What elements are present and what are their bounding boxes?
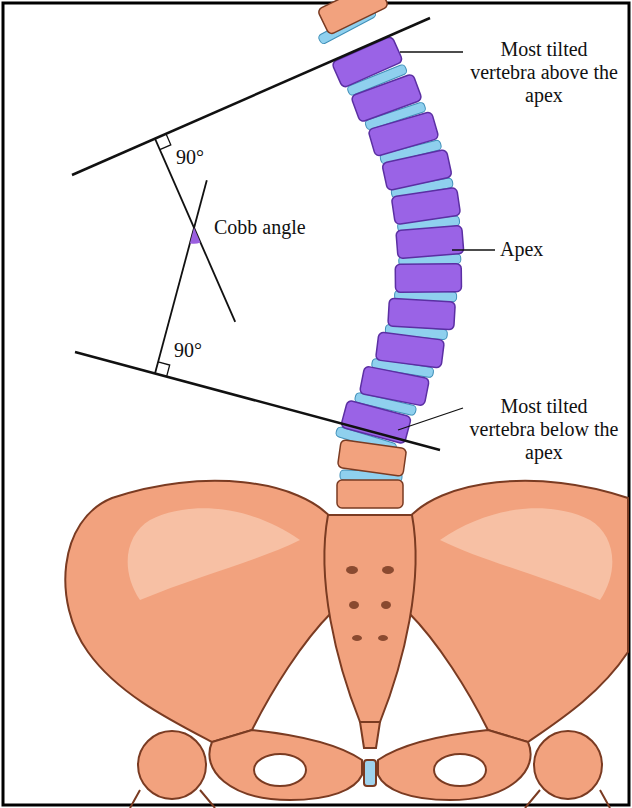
coccyx bbox=[360, 722, 380, 748]
leader-line bbox=[400, 51, 463, 52]
callout-label: Most tilted vertebra above the apex bbox=[466, 38, 622, 107]
angle-sector bbox=[190, 228, 201, 244]
pubic-symphysis bbox=[364, 760, 376, 786]
vertebra bbox=[317, 0, 389, 35]
curved-vertebra bbox=[368, 111, 439, 156]
leader-line bbox=[398, 408, 463, 430]
right-ilium bbox=[405, 481, 628, 742]
curved-vertebra bbox=[388, 298, 456, 330]
curved-vertebra bbox=[396, 225, 464, 258]
curved-vertebra bbox=[341, 400, 412, 444]
iliac-fossa bbox=[440, 508, 612, 600]
cobb-construction bbox=[72, 18, 440, 450]
callout-label: Most tilted vertebra below the apex bbox=[466, 395, 622, 464]
frame bbox=[3, 3, 629, 805]
leader-line bbox=[452, 249, 495, 250]
perpendicular-line bbox=[155, 180, 207, 373]
femoral-head bbox=[534, 731, 602, 799]
sacral-foramina bbox=[346, 566, 394, 641]
lower-endplate-line bbox=[75, 352, 440, 450]
curved-vertebra bbox=[351, 74, 423, 123]
curved-vertebra bbox=[375, 332, 444, 368]
femoral-neck bbox=[130, 790, 610, 808]
angle-value: 90° bbox=[174, 339, 202, 362]
vertebra bbox=[337, 440, 406, 477]
iliac-fossa bbox=[128, 508, 300, 600]
right-angle-mark bbox=[158, 362, 170, 377]
curved-vertebra bbox=[391, 187, 460, 224]
obturator-foramen bbox=[254, 754, 306, 786]
right-angle-mark bbox=[160, 134, 171, 150]
upper-endplate-line bbox=[72, 18, 430, 175]
obturator-foramen bbox=[434, 754, 486, 786]
spine bbox=[317, 0, 464, 508]
left-ilium bbox=[65, 481, 335, 742]
right-pubis bbox=[378, 730, 531, 800]
angle-value: 90° bbox=[176, 146, 204, 169]
callout-label: Apex bbox=[500, 238, 543, 261]
left-pubis bbox=[209, 730, 362, 800]
leaders bbox=[398, 52, 495, 430]
sacrum bbox=[324, 515, 415, 722]
curved-vertebra bbox=[359, 366, 429, 406]
femoral-head bbox=[138, 731, 206, 799]
curved-vertebra bbox=[382, 149, 452, 190]
angle-label: Cobb angle bbox=[214, 216, 306, 239]
curved-vertebra bbox=[395, 264, 461, 293]
vertebra bbox=[337, 480, 403, 508]
pelvis bbox=[65, 481, 628, 808]
